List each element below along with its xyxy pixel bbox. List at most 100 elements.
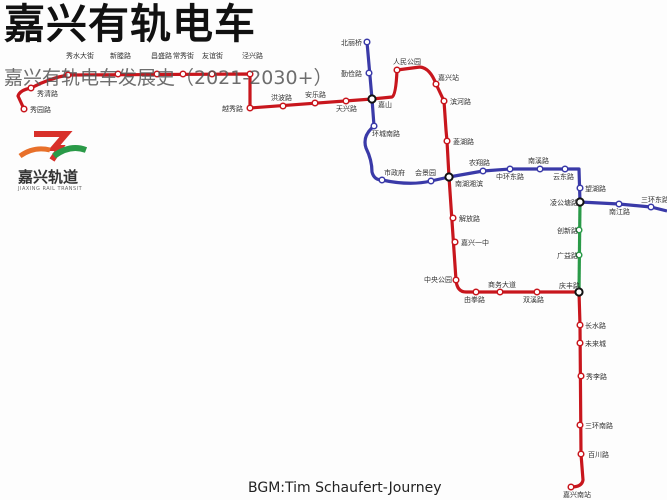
station-label: 常秀街 (173, 51, 194, 60)
station-label: 安乐路 (305, 90, 326, 99)
station-label: 菱湖路 (453, 137, 474, 146)
station-label: 越秀路 (222, 104, 243, 113)
station-marker-blue (575, 197, 585, 207)
station-label: 嘉兴站 (438, 73, 459, 82)
station-label: 创新路 (557, 226, 578, 235)
station-label: 商务大道 (488, 280, 516, 289)
station-label: 滨河路 (450, 97, 471, 106)
station-marker-blue (365, 69, 373, 77)
station-label: 会景园 (415, 168, 436, 177)
station-label: 秀水大街 (66, 51, 94, 60)
station-marker-blue (561, 165, 569, 173)
station-marker-red (367, 94, 377, 104)
station-label: 天兴路 (336, 104, 357, 113)
station-label: 秀清路 (37, 89, 58, 98)
station-label: 凌公塘路 (550, 198, 578, 207)
station-label: 嘉兴一中 (461, 238, 489, 247)
station-marker-red (451, 238, 459, 246)
station-marker-red (577, 450, 585, 458)
station-label: 解放路 (459, 214, 480, 223)
station-marker-blue (427, 177, 435, 185)
station-label: 人民公园 (393, 58, 421, 66)
station-label: 未来城 (585, 339, 606, 348)
station-marker-red (577, 372, 585, 380)
station-marker-red (444, 172, 454, 182)
station-label: 泾兴路 (242, 51, 263, 60)
station-label: 友谊街 (202, 51, 223, 60)
jiaxing-rail-logo (14, 126, 94, 196)
logo-mark-icon (18, 131, 88, 162)
station-label: 环城南路 (372, 129, 400, 138)
station-label: 市政府 (384, 168, 405, 177)
station-marker-red (179, 70, 187, 78)
station-marker-red (533, 288, 541, 296)
logo-subtext: JIAXING RAIL TRANSIT (18, 186, 83, 192)
station-label: 广益路 (557, 251, 578, 260)
station-marker-blue (506, 165, 514, 173)
station-marker-red (567, 483, 575, 491)
station-marker-blue (647, 203, 655, 211)
logo-text: 嘉兴轨道 (18, 168, 79, 186)
station-marker-red (432, 80, 440, 88)
station-label: 双溪路 (523, 295, 544, 304)
station-marker-red (472, 288, 480, 296)
station-label: 三环东路 (641, 195, 667, 204)
station-label: 洪波路 (271, 93, 292, 102)
station-marker-red (576, 339, 584, 347)
station-marker-red (496, 288, 504, 296)
station-marker-blue (615, 200, 623, 208)
station-label: 百川路 (588, 450, 609, 459)
station-label: 南湖湘滨 (455, 179, 483, 188)
green-line (577, 201, 582, 293)
station-marker-red (246, 104, 254, 112)
station-marker-red (114, 70, 122, 78)
station-marker-red (449, 214, 457, 222)
station-marker-red (574, 287, 584, 297)
station-label: 新塍路 (110, 51, 131, 60)
station-label: 嘉山 (378, 100, 392, 109)
station-label: 长水路 (585, 321, 606, 330)
station-marker-red (279, 102, 287, 110)
station-marker-red (440, 97, 448, 105)
station-label: 庆丰路 (559, 281, 580, 290)
station-label: 北丽桥 (341, 38, 362, 47)
station-marker-blue (370, 122, 378, 130)
station-marker-red (443, 137, 451, 145)
station-marker-red (393, 66, 401, 74)
station-label: 秀园路 (30, 105, 51, 114)
station-marker-red (20, 105, 28, 113)
station-label: 中环东路 (496, 172, 524, 181)
station-label: 农翔路 (469, 158, 490, 167)
station-marker-red (576, 321, 584, 329)
station-marker-blue (576, 184, 584, 192)
station-marker-blue (479, 167, 487, 175)
station-label: 云东路 (553, 172, 574, 181)
station-label: 望湖路 (585, 184, 606, 193)
station-marker-red (452, 276, 460, 284)
station-marker-green (575, 251, 583, 259)
bgm-credit: BGM:Tim Schaufert-Journey (248, 480, 442, 496)
station-marker-red (576, 421, 584, 429)
station-marker-red (153, 70, 161, 78)
station-marker-blue (363, 38, 371, 46)
station-marker-red (208, 70, 216, 78)
station-marker-blue (536, 165, 544, 173)
station-marker-green (575, 226, 583, 234)
station-marker-red (246, 70, 254, 78)
station-label: 由拳路 (464, 295, 485, 304)
station-marker-red (64, 71, 72, 79)
station-label: 秀李路 (586, 372, 607, 381)
station-label: 南溪路 (528, 156, 549, 165)
station-marker-blue (378, 176, 386, 184)
page-subtitle: 嘉兴有轨电车发展史（2021-2030+） (4, 67, 333, 89)
station-marker-red (27, 84, 35, 92)
station-label: 南江路 (609, 207, 630, 216)
station-marker-red (311, 99, 319, 107)
page-title: 嘉兴有轨电车 (4, 0, 256, 48)
station-label: 嘉兴南站 (563, 490, 591, 499)
red-line (16, 65, 585, 489)
station-marker-red (342, 97, 350, 105)
station-label: 昌盛路 (151, 51, 172, 60)
